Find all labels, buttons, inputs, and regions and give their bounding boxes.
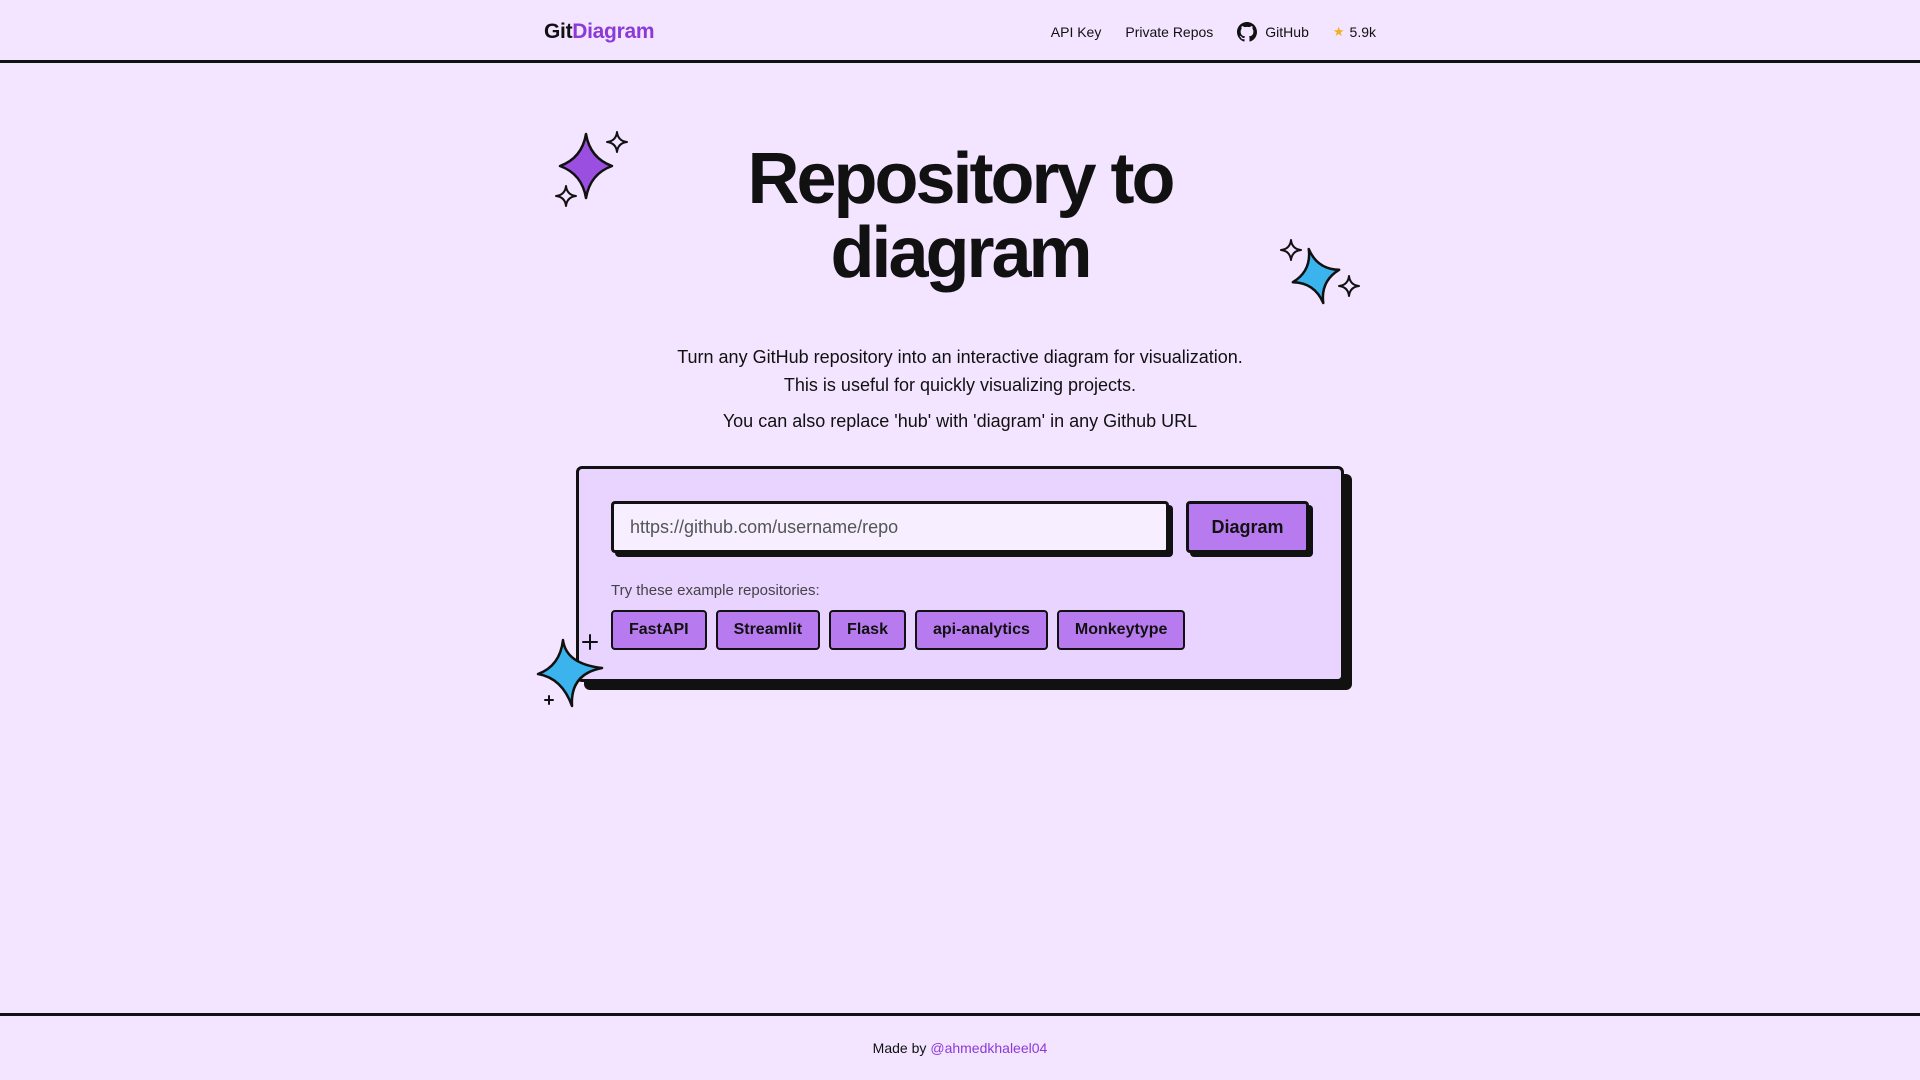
- github-icon: [1237, 21, 1258, 42]
- url-hint: You can also replace 'hub' with 'diagram…: [722, 411, 1198, 431]
- sparkle-icon: [1280, 239, 1360, 305]
- example-repos: FastAPI Streamlit Flask api-analytics Mo…: [611, 610, 1186, 650]
- nav-github[interactable]: GitHub: [1237, 21, 1309, 42]
- nav-github-label: GitHub: [1265, 23, 1309, 40]
- top-navbar: GitDiagram API Key Private Repos GitHub …: [0, 0, 1920, 63]
- sparkle-icon: [536, 634, 604, 708]
- author-link[interactable]: @ahmedkhaleel04: [930, 1040, 1048, 1056]
- example-monkeytype[interactable]: Monkeytype: [1056, 610, 1186, 650]
- logo-git: Git: [544, 20, 573, 43]
- footer: Made by @ahmedkhaleel04: [0, 1013, 1920, 1080]
- star-count: 5.9k: [1349, 23, 1376, 40]
- example-api-analytics[interactable]: api-analytics: [914, 610, 1048, 650]
- example-flask[interactable]: Flask: [829, 610, 906, 650]
- repo-form-card: Diagram Try these example repositories: …: [576, 466, 1344, 682]
- page-title: Repository to diagram: [660, 142, 1260, 290]
- nav-private-repos[interactable]: Private Repos: [1125, 23, 1214, 40]
- desc-line-2: This is useful for quickly visualizing p…: [783, 375, 1137, 395]
- star-icon: ★: [1332, 23, 1345, 39]
- desc-line-1: Turn any GitHub repository into an inter…: [677, 347, 1243, 367]
- example-streamlit[interactable]: Streamlit: [715, 610, 821, 650]
- example-fastapi[interactable]: FastAPI: [611, 610, 707, 650]
- hero-description: Turn any GitHub repository into an inter…: [560, 343, 1360, 435]
- title-line-2: diagram: [830, 213, 1092, 293]
- github-stars[interactable]: ★ 5.9k: [1333, 24, 1376, 40]
- sparkle-icon: [555, 131, 628, 207]
- logo[interactable]: GitDiagram: [544, 20, 655, 44]
- title-line-1: Repository to: [747, 139, 1175, 219]
- nav-links: API Key Private Repos GitHub ★ 5.9k: [1051, 0, 1376, 63]
- examples-label: Try these example repositories:: [611, 582, 820, 599]
- diagram-button[interactable]: Diagram: [1186, 501, 1309, 553]
- footer-made-by: Made by: [872, 1040, 927, 1056]
- nav-api-key[interactable]: API Key: [1050, 23, 1102, 40]
- logo-diagram: Diagram: [572, 20, 655, 43]
- repo-url-input[interactable]: [611, 501, 1169, 553]
